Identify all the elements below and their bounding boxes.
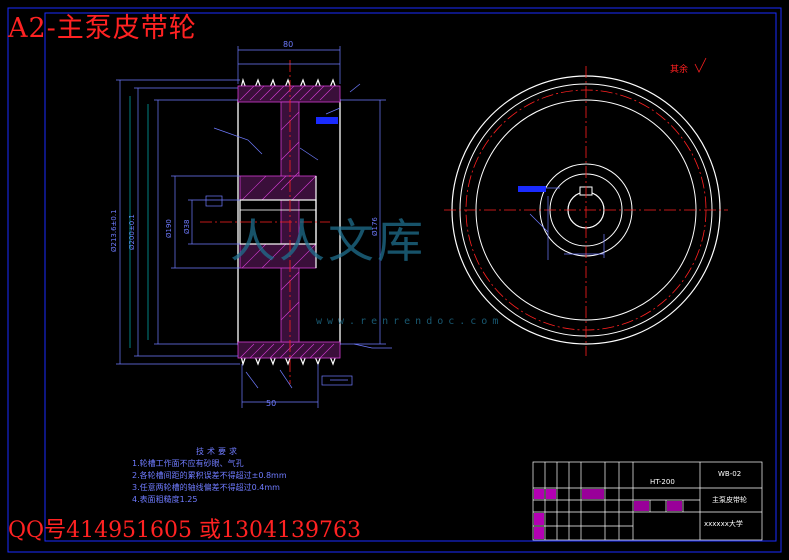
inner-frame — [44, 12, 777, 542]
tech-requirements: 技术要求 1.轮槽工作面不应有砂眼、气孔 2.各轮槽间距的累积误差不得超过±0.… — [132, 446, 287, 506]
tech-item: 4.表面粗糙度1.25 — [132, 495, 198, 504]
tech-requirements-title: 技术要求 — [196, 447, 240, 456]
overlay-contact: QQ号414951605 或1304139763 — [8, 518, 362, 543]
title-block-material: HT-200 — [650, 478, 675, 486]
tech-item: 1.轮槽工作面不应有砂眼、气孔 — [132, 459, 244, 468]
dim-flange-dia: Ø176 — [371, 217, 379, 236]
section-view: 80 50 Ø213.6±0.1 Ø200±0.1 Ø190 Ø38 Ø176 — [110, 40, 392, 408]
datum-box-a — [205, 195, 223, 207]
title-block-fills — [534, 489, 682, 539]
dim-outer-dia: Ø213.6±0.1 — [110, 209, 118, 252]
dim-pitch-dia: Ø200±0.1 — [128, 214, 136, 250]
leaders — [213, 83, 392, 389]
dim-width-bottom: 50 — [266, 399, 276, 408]
tech-item: 3.任意两轮槽的轴线偏差不得超过0.4mm — [132, 483, 280, 492]
dimension-lines — [116, 46, 386, 408]
title-block-school: xxxxxx大学 — [704, 520, 743, 528]
front-view: 其余 — [444, 57, 728, 356]
watermark-logo: 人人文库 — [230, 214, 426, 268]
title-block-drawing-no: WB-02 — [718, 470, 742, 478]
roughness-symbol — [694, 57, 707, 73]
keyway-tag — [518, 186, 546, 192]
tolerance-frame — [321, 375, 353, 386]
construction-guides — [129, 96, 149, 348]
watermark-url: www.renrendoc.com — [316, 316, 504, 327]
dim-bore-dia: Ø38 — [183, 220, 191, 234]
datum-tag — [316, 117, 338, 124]
title-block-part-name: 主泵皮带轮 — [712, 496, 747, 504]
tech-item: 2.各轮槽间距的累积误差不得超过±0.8mm — [132, 471, 287, 480]
title-block — [532, 461, 763, 541]
outer-frame — [7, 7, 782, 553]
overlay-title: A2-主泵皮带轮 — [8, 13, 197, 44]
dim-width-top: 80 — [283, 40, 293, 49]
roughness-note: 其余 — [670, 63, 688, 75]
dim-hub-dia: Ø190 — [165, 219, 173, 238]
